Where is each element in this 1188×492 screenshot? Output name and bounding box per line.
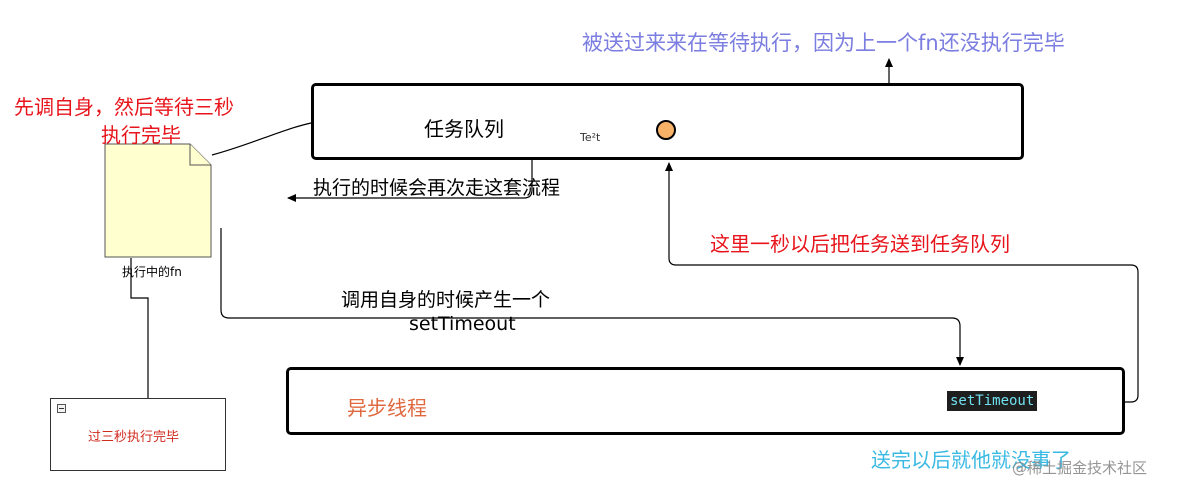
self-call-note: 先调自身，然后等待三秒 [14,95,234,119]
queue-item-label: Te²t [580,131,601,144]
done-note-box: 过三秒执行完毕 [50,398,226,471]
after-send-note: 送完以后就他就没事了 [871,448,1071,472]
settimeout-code-tag: setTimeout [947,391,1038,411]
queue-item-circle-icon [656,120,676,140]
collapse-toggle-icon[interactable] [57,404,66,413]
done-note-text: 过三秒执行完毕 [88,430,180,445]
top-note: 被送过来来在等待执行，因为上一个fn还没执行完毕 [582,31,1065,55]
spawn-note-line2: setTimeout [409,313,516,335]
document-icon [104,143,212,258]
spawn-note: 调用自身的时候产生一个 [341,289,551,311]
watermark: @稀土掘金技术社区 [1012,459,1148,477]
task-queue-label: 任务队列 [424,117,504,141]
async-thread-label: 异步线程 [347,396,427,420]
running-fn-label: 执行中的fn [122,265,182,279]
doc-to-note-connector [130,258,149,398]
self-call-note-line2: 执行完毕 [101,123,181,147]
one-second-note: 这里一秒以后把任务送到任务队列 [710,232,1010,256]
rerun-note: 执行的时候会再次走这套流程 [313,177,561,199]
thread-to-queue-arrow [665,162,1139,403]
fn-to-thread-arrow [220,228,964,366]
doc-to-queue-connector [211,122,312,156]
